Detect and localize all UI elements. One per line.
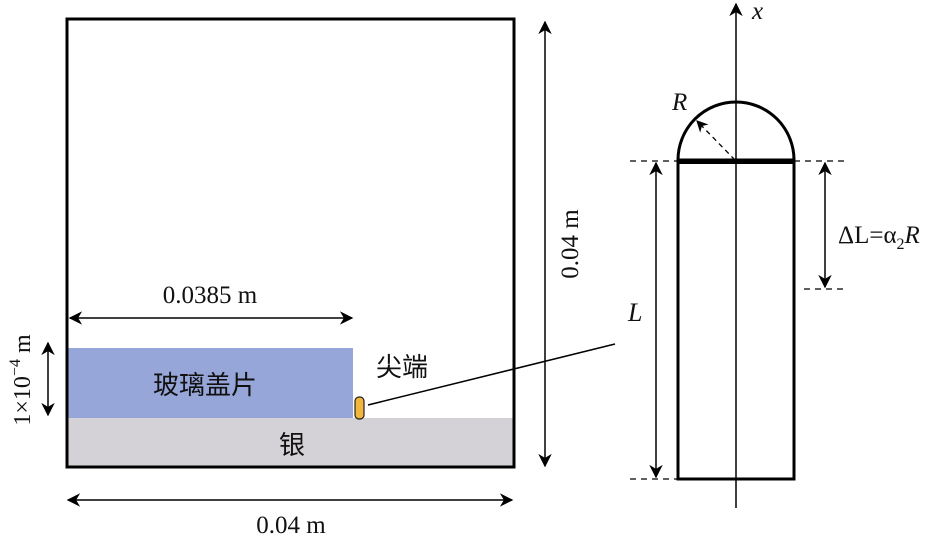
tip-label: 尖端 <box>376 353 428 383</box>
radius-arrow <box>696 120 736 161</box>
glass-cover <box>67 348 353 418</box>
silver-label: 银 <box>279 431 305 461</box>
length-label: L <box>627 298 642 327</box>
radius-label: R <box>671 89 687 116</box>
tip-shape <box>354 396 365 420</box>
glass-thickness-label: 1×10−4 m <box>7 334 36 426</box>
domain-width-label: 0.04 m <box>256 512 326 538</box>
tip-model <box>630 2 845 508</box>
hemispherical-cap <box>676 100 796 161</box>
glass-length-label: 0.0385 m <box>163 282 258 309</box>
axis-x-label: x <box>751 0 763 25</box>
silver-substrate <box>67 418 514 467</box>
domain-boundary <box>65 17 516 469</box>
delta-length-label: ΔL=α2R <box>838 222 920 253</box>
simulation-domain <box>65 17 516 469</box>
tip-leader-line <box>367 343 616 406</box>
glass-cover-label: 玻璃盖片 <box>153 371 257 401</box>
domain-height-label: 0.04 m <box>557 209 584 279</box>
